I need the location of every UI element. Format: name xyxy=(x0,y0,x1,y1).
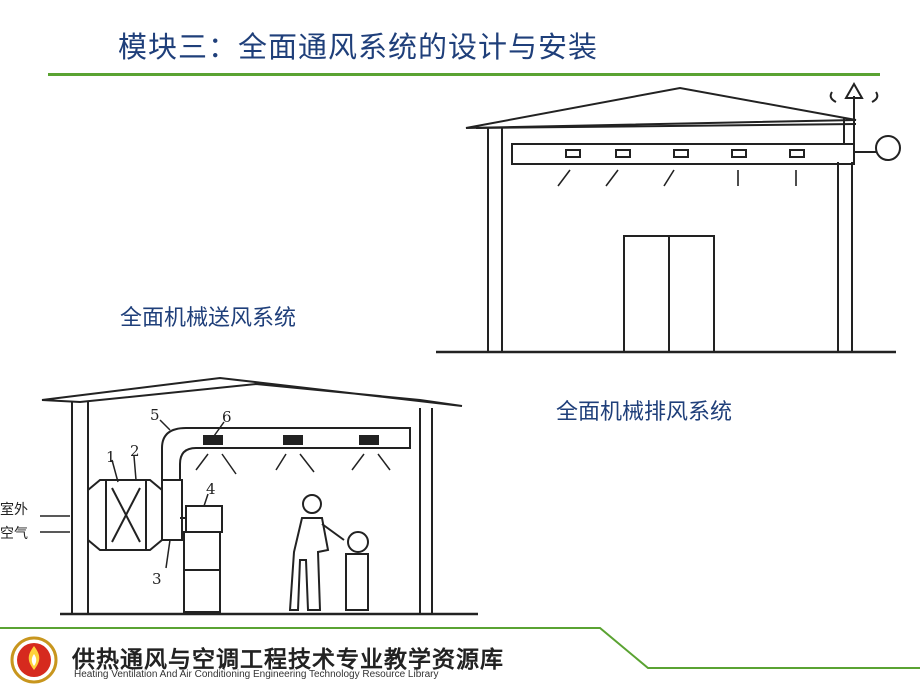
grinder xyxy=(347,531,369,553)
worker xyxy=(302,494,322,514)
callout-1: 1 xyxy=(106,448,116,466)
exhaust-system-label: 全面机械排风系统 xyxy=(556,400,733,425)
callout-2: 2 xyxy=(130,442,140,460)
callout-3: 3 xyxy=(152,570,162,588)
library-logo-icon xyxy=(10,636,58,684)
roof-outline xyxy=(465,86,857,129)
exhaust-system-diagram xyxy=(436,81,901,354)
footer-divider xyxy=(0,627,920,669)
callout-4: 4 xyxy=(206,480,216,498)
supply-system-label: 全面机械送风系统 xyxy=(120,306,297,331)
supply-roof xyxy=(41,376,463,407)
outdoor-air-label-top: 室外 xyxy=(0,501,28,518)
motor xyxy=(185,505,223,533)
supply-system-diagram: 1 2 3 4 5 6 室外 空气 xyxy=(0,376,478,616)
slide-title: 模块三：全面通风系统的设计与安装 xyxy=(118,30,599,64)
footer-english-title: Heating Ventilation And Air Conditioning… xyxy=(74,669,439,680)
exhaust-duct xyxy=(511,143,855,165)
exhaust-fan xyxy=(875,135,901,161)
footer-chinese-title: 供热通风与空调工程技术专业教学资源库 xyxy=(72,646,504,673)
supply-duct xyxy=(161,427,411,480)
callout-6: 6 xyxy=(222,408,232,426)
outdoor-air-label-bottom: 空气 xyxy=(0,526,28,542)
title-divider xyxy=(48,73,880,76)
callout-5: 5 xyxy=(150,406,160,424)
